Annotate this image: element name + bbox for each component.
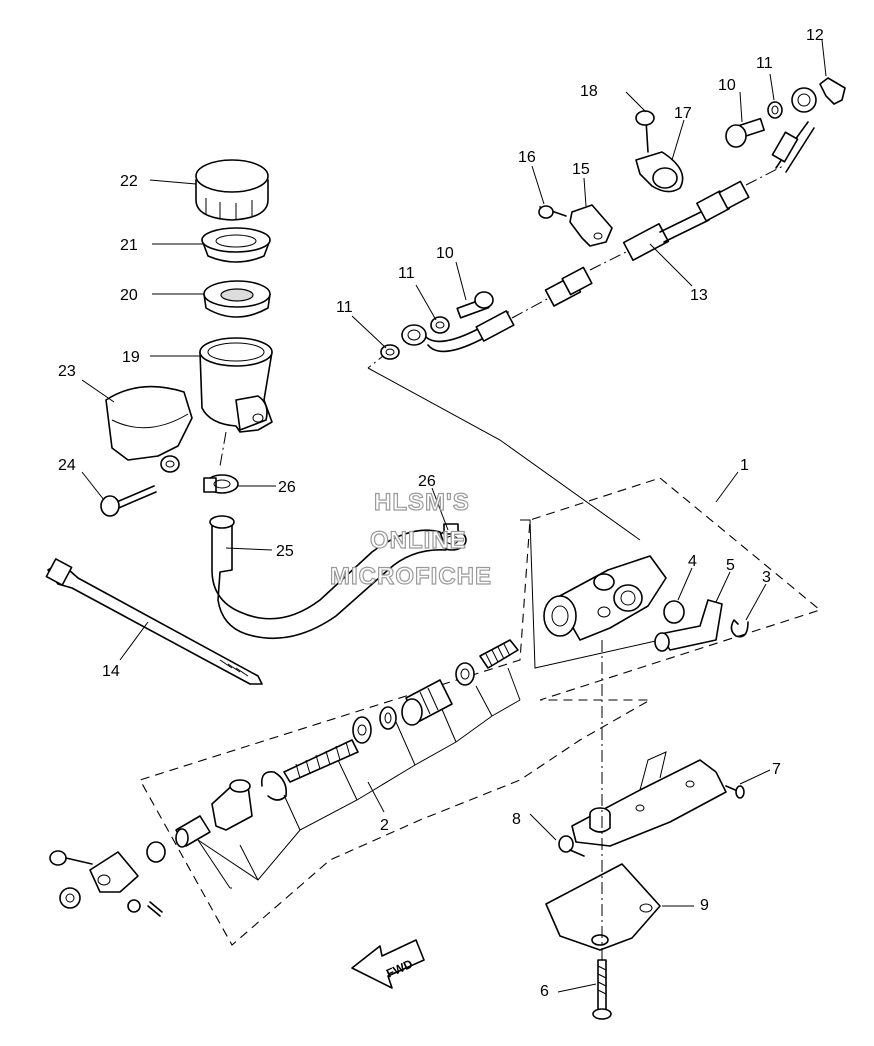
push-rod — [283, 716, 372, 783]
callout-26-upper: 26 — [418, 473, 436, 490]
master-cylinder-body — [543, 555, 667, 641]
brake-hose-13 — [423, 121, 815, 353]
circlip-3 — [730, 619, 749, 638]
callout-2: 2 — [380, 817, 389, 834]
bolt-7 — [725, 785, 745, 799]
callout-23: 23 — [58, 363, 76, 380]
reservoir-cover-23 — [105, 385, 193, 473]
banjo-bolt-10-left — [456, 291, 494, 319]
callout-17: 17 — [674, 105, 692, 122]
callout-6: 6 — [540, 983, 549, 1000]
lock-nut — [146, 841, 166, 863]
clip-26-lower — [203, 474, 239, 494]
bolt-18 — [635, 110, 655, 153]
callout-14: 14 — [102, 663, 120, 680]
washer-small — [127, 899, 141, 913]
callout-25: 25 — [276, 543, 294, 560]
callout-11-left-a: 11 — [336, 299, 353, 316]
reservoir-tank-19 — [199, 337, 273, 467]
plate-21 — [201, 227, 271, 263]
reservoir-hose-25 — [209, 515, 447, 640]
callout-8: 8 — [512, 811, 521, 828]
watermark-line-3: MICROFICHE — [330, 563, 492, 590]
watermark-line-2: ONLINE — [370, 527, 467, 554]
callout-5: 5 — [726, 557, 735, 574]
callout-4: 4 — [688, 553, 697, 570]
callout-12: 12 — [806, 27, 824, 44]
leader-lines — [81, 39, 827, 993]
bolt-16 — [538, 205, 567, 219]
diaphragm-20 — [203, 280, 271, 318]
circlip — [260, 770, 288, 801]
callout-11-right: 11 — [756, 55, 773, 72]
reservoir-cap-22 — [195, 159, 269, 221]
callout-26-lower: 26 — [278, 479, 296, 496]
cotter-pin — [147, 901, 163, 917]
callout-9: 9 — [700, 897, 709, 914]
callout-16: 16 — [518, 149, 536, 166]
callout-20: 20 — [120, 287, 138, 304]
callout-22: 22 — [120, 173, 138, 190]
callout-19: 19 — [122, 349, 140, 366]
clevis — [89, 851, 139, 893]
washer-11-right — [767, 101, 783, 119]
assembly-2-bracket — [197, 667, 521, 889]
forward-arrow: FWD — [351, 939, 425, 989]
washer-lower — [59, 887, 81, 909]
bolt-24 — [100, 485, 157, 517]
assembly-1-outline — [139, 477, 822, 946]
banjo-right — [791, 87, 817, 113]
hose-clip-12 — [819, 77, 846, 105]
piston — [401, 679, 453, 726]
washer-11-left-b — [430, 316, 450, 334]
callout-1: 1 — [740, 457, 749, 474]
rod-end — [175, 815, 211, 848]
cable-tie-14 — [45, 558, 263, 685]
spring — [479, 639, 519, 669]
washer-11-left-a — [380, 344, 400, 360]
hose-guide-15 — [569, 204, 613, 247]
o-ring-4 — [663, 600, 685, 624]
callout-3: 3 — [762, 569, 771, 586]
callout-7: 7 — [772, 761, 781, 778]
callout-24: 24 — [58, 457, 76, 474]
boot — [211, 779, 253, 831]
callout-13: 13 — [690, 287, 708, 304]
cup-seal-b — [379, 706, 397, 730]
callout-15: 15 — [572, 161, 590, 178]
clevis-pin — [49, 850, 93, 866]
callout-18: 18 — [580, 83, 598, 100]
bracket-7 — [571, 751, 727, 847]
hose-link-line — [367, 367, 641, 541]
callout-11-left-b: 11 — [398, 265, 415, 282]
reservoir-hose-link — [520, 519, 661, 669]
callout-21: 21 — [120, 237, 138, 254]
joint-5 — [654, 599, 723, 652]
watermark-line-1: HLSM'S — [374, 489, 470, 516]
bolt-6 — [592, 959, 612, 1020]
banjo-left — [401, 324, 427, 346]
banjo-bolt-10-right — [725, 117, 765, 148]
callout-10-right: 10 — [718, 77, 736, 94]
bolt-8 — [558, 835, 585, 857]
cup-seal-a — [455, 662, 475, 686]
heat-shield-9 — [545, 863, 661, 951]
callout-10-left: 10 — [436, 245, 454, 262]
